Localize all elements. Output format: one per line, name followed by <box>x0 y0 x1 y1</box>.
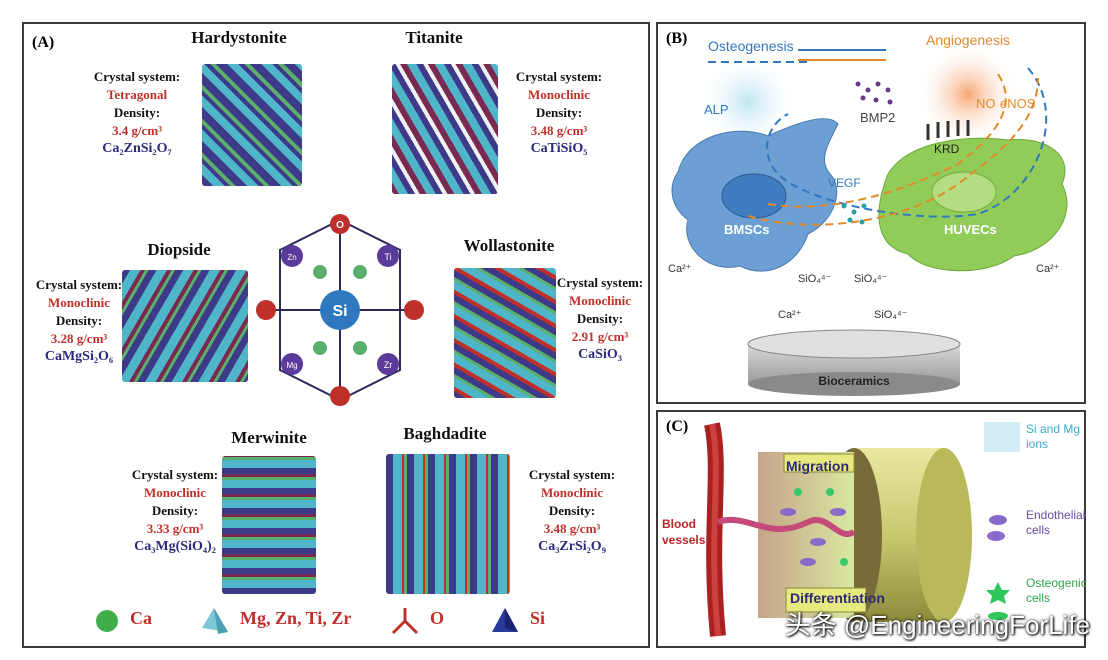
label-ca-right: Ca²⁺ <box>1036 263 1060 275</box>
density-value: 3.33 g/cm³ <box>146 521 204 536</box>
mineral-info-hardystonite: Crystal system: Tetragonal Density: 3.4 … <box>72 68 202 158</box>
crystal-structure-diopside <box>122 270 248 382</box>
mineral-info-titanite: Crystal system: Monoclinic Density: 3.48… <box>494 68 624 158</box>
crystal-system-value: Monoclinic <box>540 485 604 500</box>
formula: CaTiSiO₅ <box>530 141 588 156</box>
label-sio-disc: SiO₄⁴⁻ <box>874 309 908 321</box>
crystal-system-value: Monoclinic <box>527 87 591 102</box>
label-crystal-system: Crystal system: <box>515 69 603 84</box>
label-krd: KRD <box>934 142 960 156</box>
panel-b-label: (B) <box>666 30 688 47</box>
legend-label-o: O <box>430 608 445 628</box>
crystal-structure-hardystonite <box>202 64 302 186</box>
center-ti-label: Ti <box>384 252 391 262</box>
crystal-system-value: Tetragonal <box>106 87 168 102</box>
crystal-structure-titanite <box>392 64 498 194</box>
panel-a: (A) Hardystonite Crystal system: Tetrago… <box>22 22 650 648</box>
cell-signaling-diagram <box>671 42 1068 396</box>
label-huvecs: HUVECs <box>944 222 997 237</box>
center-si-label: Si <box>332 303 347 320</box>
panel-a-label: (A) <box>32 34 55 51</box>
center-mg-label: Mg <box>286 361 297 370</box>
label-differentiation: Differentiation <box>790 590 885 606</box>
label-alp: ALP <box>704 102 729 117</box>
density-value: 3.4 g/cm³ <box>111 123 163 138</box>
label-bmp2: BMP2 <box>860 110 896 125</box>
formula: CaSiO₃ <box>578 347 622 362</box>
legend-osteogenic-cells: Osteogenic cells <box>1026 576 1087 605</box>
label-crystal-system: Crystal system: <box>131 467 219 482</box>
label-angiogenesis: Angiogenesis <box>926 32 1011 48</box>
label-sio-2: SiO₄⁴⁻ <box>854 273 888 285</box>
label-ca-disc: Ca²⁺ <box>778 309 802 321</box>
legend-endothelial-cells: Endothelial cells <box>1026 508 1086 537</box>
blue-tetrahedron-icon <box>492 608 518 632</box>
label-vegf: VEGF <box>828 176 861 190</box>
label-bmscs: BMSCs <box>724 222 770 237</box>
legend-label-si: Si <box>530 608 546 628</box>
crystal-system-value: Monoclinic <box>143 485 207 500</box>
label-density: Density: <box>576 311 624 326</box>
crystal-structure-baghdadite <box>386 454 510 594</box>
si-coordination-diagram: Si O Zn Ti Mg Zr <box>256 214 424 406</box>
mineral-info-wollastonite: Crystal system: Monoclinic Density: 2.91… <box>552 274 648 364</box>
label-density: Density: <box>55 313 103 328</box>
cyan-pyramid-icon <box>202 608 228 634</box>
density-value: 2.91 g/cm³ <box>571 329 629 344</box>
label-bioceramics: Bioceramics <box>818 374 890 388</box>
watermark: 头条 @EngineeringForLife <box>784 610 1090 640</box>
label-crystal-system: Crystal system: <box>93 69 181 84</box>
label-osteogenesis: Osteogenesis <box>708 38 794 54</box>
center-zn-label: Zn <box>287 253 296 262</box>
label-density: Density: <box>548 503 596 518</box>
panel-c: (C) Migration Differentiation Blood vess… <box>656 410 1087 648</box>
crystal-system-value: Monoclinic <box>47 295 111 310</box>
label-enos: eNOS <box>1000 96 1036 111</box>
formula: Ca₃Mg(SiO₄)₂ <box>134 539 216 554</box>
center-o-label: O <box>336 220 344 231</box>
label-blood-vessels: Blood vessels <box>662 517 706 547</box>
formula: CaMgSi₂O₆ <box>44 349 114 364</box>
legend-label-ca: Ca <box>130 608 152 628</box>
mineral-name-merwinite: Merwinite <box>231 428 307 447</box>
label-ca-left: Ca²⁺ <box>668 263 692 275</box>
density-value: 3.48 g/cm³ <box>530 123 588 138</box>
green-sphere-icon <box>96 610 118 632</box>
crystal-structure-merwinite <box>222 456 316 594</box>
label-migration: Migration <box>786 458 849 474</box>
label-density: Density: <box>151 503 199 518</box>
panel-c-label: (C) <box>666 418 689 435</box>
label-crystal-system: Crystal system: <box>528 467 616 482</box>
label-crystal-system: Crystal system: <box>35 277 123 292</box>
formula: Ca₂ZnSi₂O₇ <box>102 141 172 156</box>
label-density: Density: <box>535 105 583 120</box>
crystal-structure-wollastonite <box>454 268 556 398</box>
label-no: NO <box>976 96 996 111</box>
mineral-info-merwinite: Crystal system: Monoclinic Density: 3.33… <box>120 466 230 556</box>
legend-si-mg-ions: Si and Mg ions <box>1026 422 1081 451</box>
mineral-name-diopside: Diopside <box>147 240 211 259</box>
mineral-name-wollastonite: Wollastonite <box>463 236 555 255</box>
label-crystal-system: Crystal system: <box>556 275 644 290</box>
mineral-name-hardystonite: Hardystonite <box>191 28 287 47</box>
mineral-info-baghdadite: Crystal system: Monoclinic Density: 3.48… <box>512 466 632 556</box>
label-density: Density: <box>113 105 161 120</box>
mineral-name-titanite: Titanite <box>405 28 463 47</box>
center-zr-label: Zr <box>384 360 393 370</box>
label-sio-1: SiO₄⁴⁻ <box>798 273 832 285</box>
legend-label-metals: Mg, Zn, Ti, Zr <box>240 608 352 628</box>
density-value: 3.48 g/cm³ <box>543 521 601 536</box>
red-tripod-icon <box>391 608 419 635</box>
legend: Ca Mg, Zn, Ti, Zr O Si <box>94 604 614 640</box>
scaffold-diagram <box>704 422 1020 637</box>
crystal-system-value: Monoclinic <box>568 293 632 308</box>
mineral-info-diopside: Crystal system: Monoclinic Density: 3.28… <box>24 276 134 366</box>
density-value: 3.28 g/cm³ <box>50 331 108 346</box>
panel-b: (B) Osteogenesis Angiogenesis ALP BMP2 N… <box>656 22 1086 404</box>
formula: Ca₃ZrSi₂O₉ <box>538 539 606 554</box>
mineral-name-baghdadite: Baghdadite <box>403 424 487 443</box>
